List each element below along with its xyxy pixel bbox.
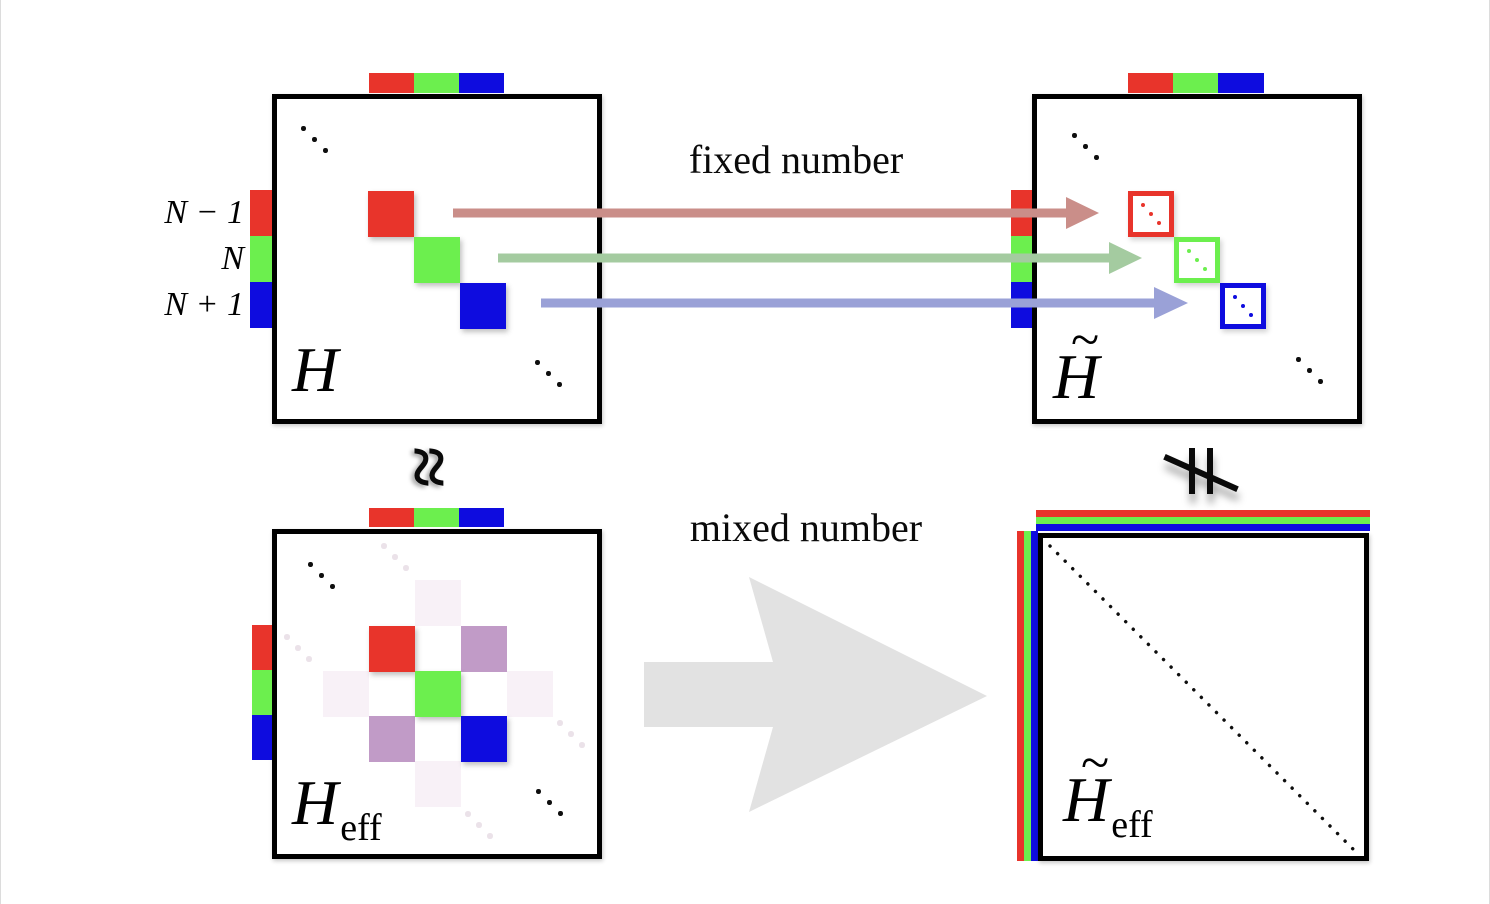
block-red	[368, 191, 414, 237]
col-band-red	[1128, 73, 1173, 93]
eff-subscript: eff	[340, 807, 382, 849]
block-purple	[369, 716, 415, 762]
matrix-label-H-tilde-eff: ~Heff	[1063, 738, 1153, 845]
block-faint	[507, 671, 553, 717]
outlined-block-red	[1128, 191, 1174, 237]
stripe-top-red	[1036, 510, 1370, 517]
tilde-accent: ~	[1081, 735, 1110, 792]
block-red	[369, 626, 415, 672]
stripe-top-blue	[1036, 524, 1370, 531]
faint-dots	[465, 811, 495, 841]
stripe-left-green	[1024, 531, 1031, 861]
matrix-label-H-eff: Heff	[292, 771, 382, 848]
row-band-red	[250, 190, 272, 236]
row-band-blue	[250, 282, 272, 328]
block-faint	[415, 761, 461, 807]
fixed-number-label: fixed number	[688, 137, 904, 182]
col-band-blue	[1218, 73, 1264, 93]
row-band-green	[1011, 236, 1032, 282]
block-green	[414, 237, 460, 283]
col-band-green	[414, 508, 459, 527]
row-band-green	[252, 670, 272, 715]
block-purple	[461, 626, 507, 672]
row-label-n-minus-1: N − 1	[164, 194, 244, 231]
row-label-n: N	[221, 240, 244, 277]
ellipsis-dots	[1296, 357, 1326, 387]
block-blue	[460, 283, 506, 329]
approx-rotated-icon: ≈	[387, 446, 469, 488]
mixed-number-label: mixed number	[689, 505, 923, 550]
eff-subscript: eff	[1111, 804, 1153, 846]
matrix-label-H-tilde: ~H	[1053, 315, 1099, 409]
col-band-blue	[459, 73, 504, 93]
label-base: H	[292, 767, 339, 838]
row-band-blue	[1011, 282, 1032, 328]
big-gray-arrow	[644, 577, 987, 812]
col-band-red	[369, 508, 414, 527]
ellipsis-dots	[308, 562, 338, 592]
ellipsis-dots	[535, 360, 565, 390]
ellipsis-dots	[1072, 133, 1102, 163]
stripe-left-blue	[1031, 531, 1038, 861]
col-band-red	[369, 73, 414, 93]
col-band-green	[1173, 73, 1218, 93]
tilde-accent: ~	[1071, 312, 1100, 369]
block-blue	[461, 716, 507, 762]
col-band-blue	[459, 508, 504, 527]
row-label-n-plus-1: N + 1	[164, 286, 244, 323]
faint-dots	[284, 634, 314, 664]
block-faint	[415, 580, 461, 626]
ellipsis-dots	[301, 126, 331, 156]
row-band-red	[1011, 190, 1032, 236]
faint-dots	[381, 543, 411, 573]
stripe-top-green	[1036, 517, 1370, 524]
outlined-block-blue	[1220, 283, 1266, 329]
row-band-blue	[252, 715, 272, 760]
matrix-label-H: H	[292, 338, 338, 402]
col-band-green	[414, 73, 459, 93]
ellipsis-dots	[536, 789, 566, 819]
label-base: H	[292, 334, 339, 405]
stripe-left-red	[1017, 531, 1024, 861]
faint-dots	[557, 720, 587, 750]
row-band-red	[252, 625, 272, 670]
label-base: H	[1053, 341, 1100, 412]
block-green	[415, 671, 461, 717]
row-band-green	[250, 236, 272, 282]
not-equivalent-icon	[1159, 443, 1243, 503]
outlined-block-green	[1174, 237, 1220, 283]
block-faint	[323, 671, 369, 717]
